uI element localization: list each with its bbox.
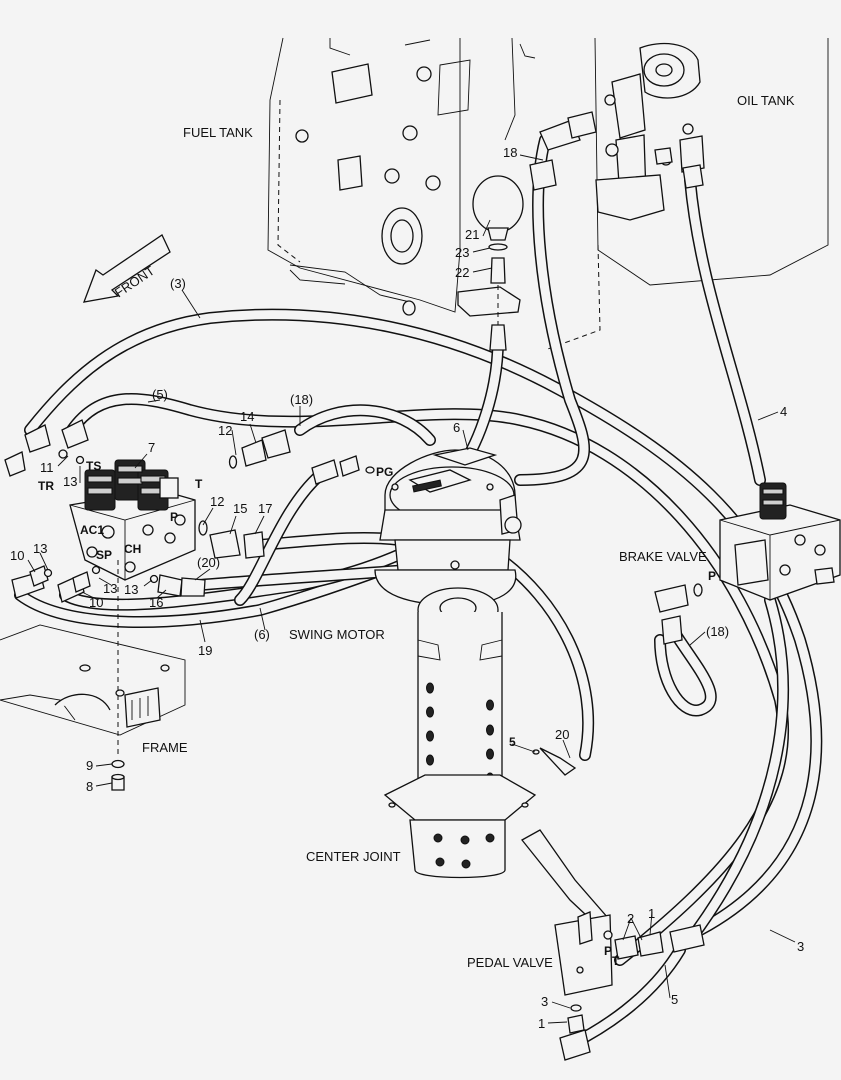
label-swing-motor: SWING MOTOR <box>289 627 385 642</box>
callout: 13 <box>63 474 77 489</box>
port-brake-p: P <box>708 569 716 583</box>
pedal-valve <box>521 747 705 1061</box>
callout: 3 <box>797 939 804 954</box>
callout: 9 <box>86 758 93 773</box>
callout: (6) <box>254 627 270 642</box>
callout: 14 <box>240 409 254 424</box>
callout: 3 <box>541 994 548 1009</box>
label-center-joint: CENTER JOINT <box>306 849 401 864</box>
port-labels: TR TS T P AC1 SP CH PG P P T <box>38 459 716 968</box>
port-ch: CH <box>124 542 141 556</box>
port-pedal-t: T <box>612 954 620 968</box>
callout: 12 <box>218 423 232 438</box>
callout: 8 <box>86 779 93 794</box>
hoses <box>14 134 823 1051</box>
left-valve-block <box>4 419 196 581</box>
area-labels: FUEL TANK OIL TANK FRONT BRAKE VALVE SWI… <box>112 93 795 970</box>
frame-structure <box>0 560 186 791</box>
label-frame: FRAME <box>142 740 188 755</box>
callout-numbers: 18 21 23 22 (3) (5) 12 14 (18) 6 4 11 13… <box>10 145 804 1031</box>
callout: (20) <box>197 555 220 570</box>
label-oil-tank: OIL TANK <box>737 93 795 108</box>
port-t: T <box>195 477 203 491</box>
callout: (18) <box>706 624 729 639</box>
oil-tank-structure <box>504 37 829 351</box>
callout: 6 <box>453 420 460 435</box>
callout: 22 <box>455 265 469 280</box>
callout: 1 <box>538 1016 545 1031</box>
fuel-tank-structure <box>267 37 471 316</box>
port-pg: PG <box>376 465 393 479</box>
callout: 5 <box>509 735 516 749</box>
label-fuel-tank: FUEL TANK <box>183 125 253 140</box>
left-lower-fittings <box>11 429 375 603</box>
callout: 2 <box>627 911 634 926</box>
leader-lines <box>27 154 796 1024</box>
brake-valve <box>654 482 841 645</box>
callout: 4 <box>780 404 787 419</box>
callout: 13 <box>33 541 47 556</box>
callout: 21 <box>465 227 479 242</box>
callout: 10 <box>10 548 24 563</box>
port-pedal-p: P <box>604 944 612 958</box>
callout: 7 <box>148 440 155 455</box>
callout: 17 <box>258 501 272 516</box>
callout: (5) <box>152 387 168 402</box>
label-brake-valve: BRAKE VALVE <box>619 549 707 564</box>
callout: 10 <box>89 595 103 610</box>
callout: 1 <box>648 906 655 921</box>
port-ac1: AC1 <box>80 523 104 537</box>
callout: 20 <box>555 727 569 742</box>
callout: 13 <box>103 581 117 596</box>
callout: 18 <box>503 145 517 160</box>
callout: 13 <box>124 582 138 597</box>
top-fittings <box>529 111 704 191</box>
callout: (3) <box>170 276 186 291</box>
callout: 19 <box>198 643 212 658</box>
callout: 23 <box>455 245 469 260</box>
callout: 11 <box>40 460 54 475</box>
callout: 5 <box>671 992 678 1007</box>
callout: 12 <box>210 494 224 509</box>
label-pedal-valve: PEDAL VALVE <box>467 955 553 970</box>
port-ts: TS <box>86 459 101 473</box>
callout: 15 <box>233 501 247 516</box>
center-joint <box>383 587 537 879</box>
swing-motor <box>374 447 522 606</box>
port-tr: TR <box>38 479 54 493</box>
callout: (18) <box>290 392 313 407</box>
callout: 16 <box>149 595 163 610</box>
accumulator <box>457 175 524 351</box>
port-p: P <box>170 510 178 524</box>
front-arrow <box>82 234 171 303</box>
port-sp: SP <box>96 548 112 562</box>
